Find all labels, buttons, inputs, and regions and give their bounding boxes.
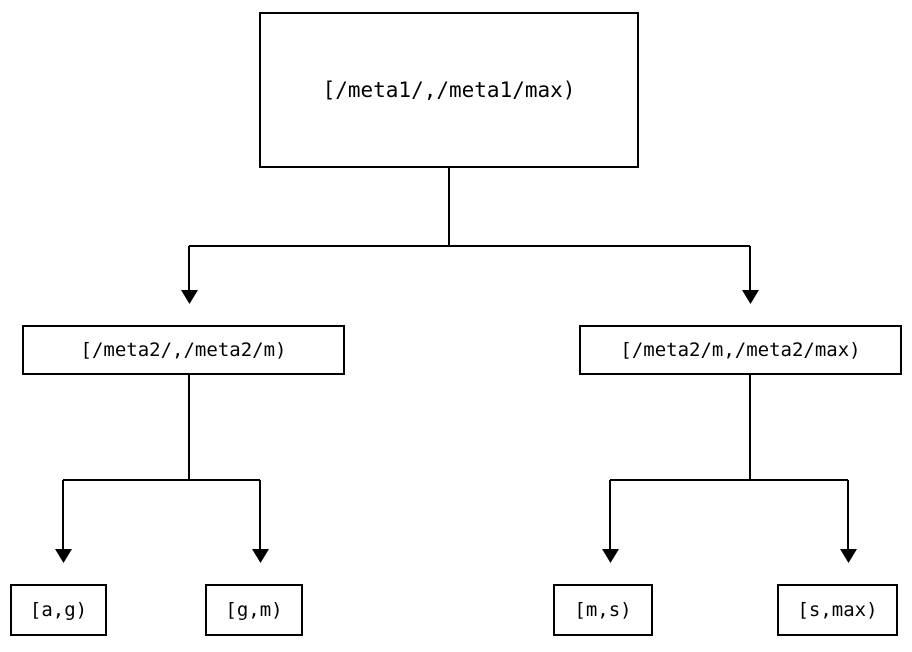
node-mid-left[interactable]: [/meta2/,/meta2/m) [22,325,345,375]
arrowhead-mid-right-to-leaf-smax [840,549,857,563]
node-mid-left-label: [/meta2/,/meta2/m) [80,338,287,361]
node-leaf-a-g[interactable]: [a,g) [10,584,107,636]
arrowhead-root-to-mid-left [181,290,198,304]
node-leaf-s-max-label: [s,max) [797,598,878,621]
node-leaf-m-s-label: [m,s) [574,598,632,621]
node-root-label: [/meta1/,/meta1/max) [322,77,576,102]
node-leaf-m-s[interactable]: [m,s) [553,584,653,636]
arrowhead-root-to-mid-right [742,290,759,304]
node-leaf-a-g-label: [a,g) [29,598,88,621]
arrowhead-mid-right-to-leaf-ms [602,549,619,563]
node-leaf-s-max[interactable]: [s,max) [777,584,898,636]
arrowhead-mid-left-to-leaf-gm [252,549,269,563]
arrowhead-mid-left-to-leaf-ag [55,549,72,563]
node-mid-right[interactable]: [/meta2/m,/meta2/max) [579,325,902,375]
node-leaf-g-m[interactable]: [g,m) [205,584,303,636]
node-mid-right-label: [/meta2/m,/meta2/max) [620,338,861,361]
node-root[interactable]: [/meta1/,/meta1/max) [259,12,639,168]
node-leaf-g-m-label: [g,m) [225,598,283,621]
